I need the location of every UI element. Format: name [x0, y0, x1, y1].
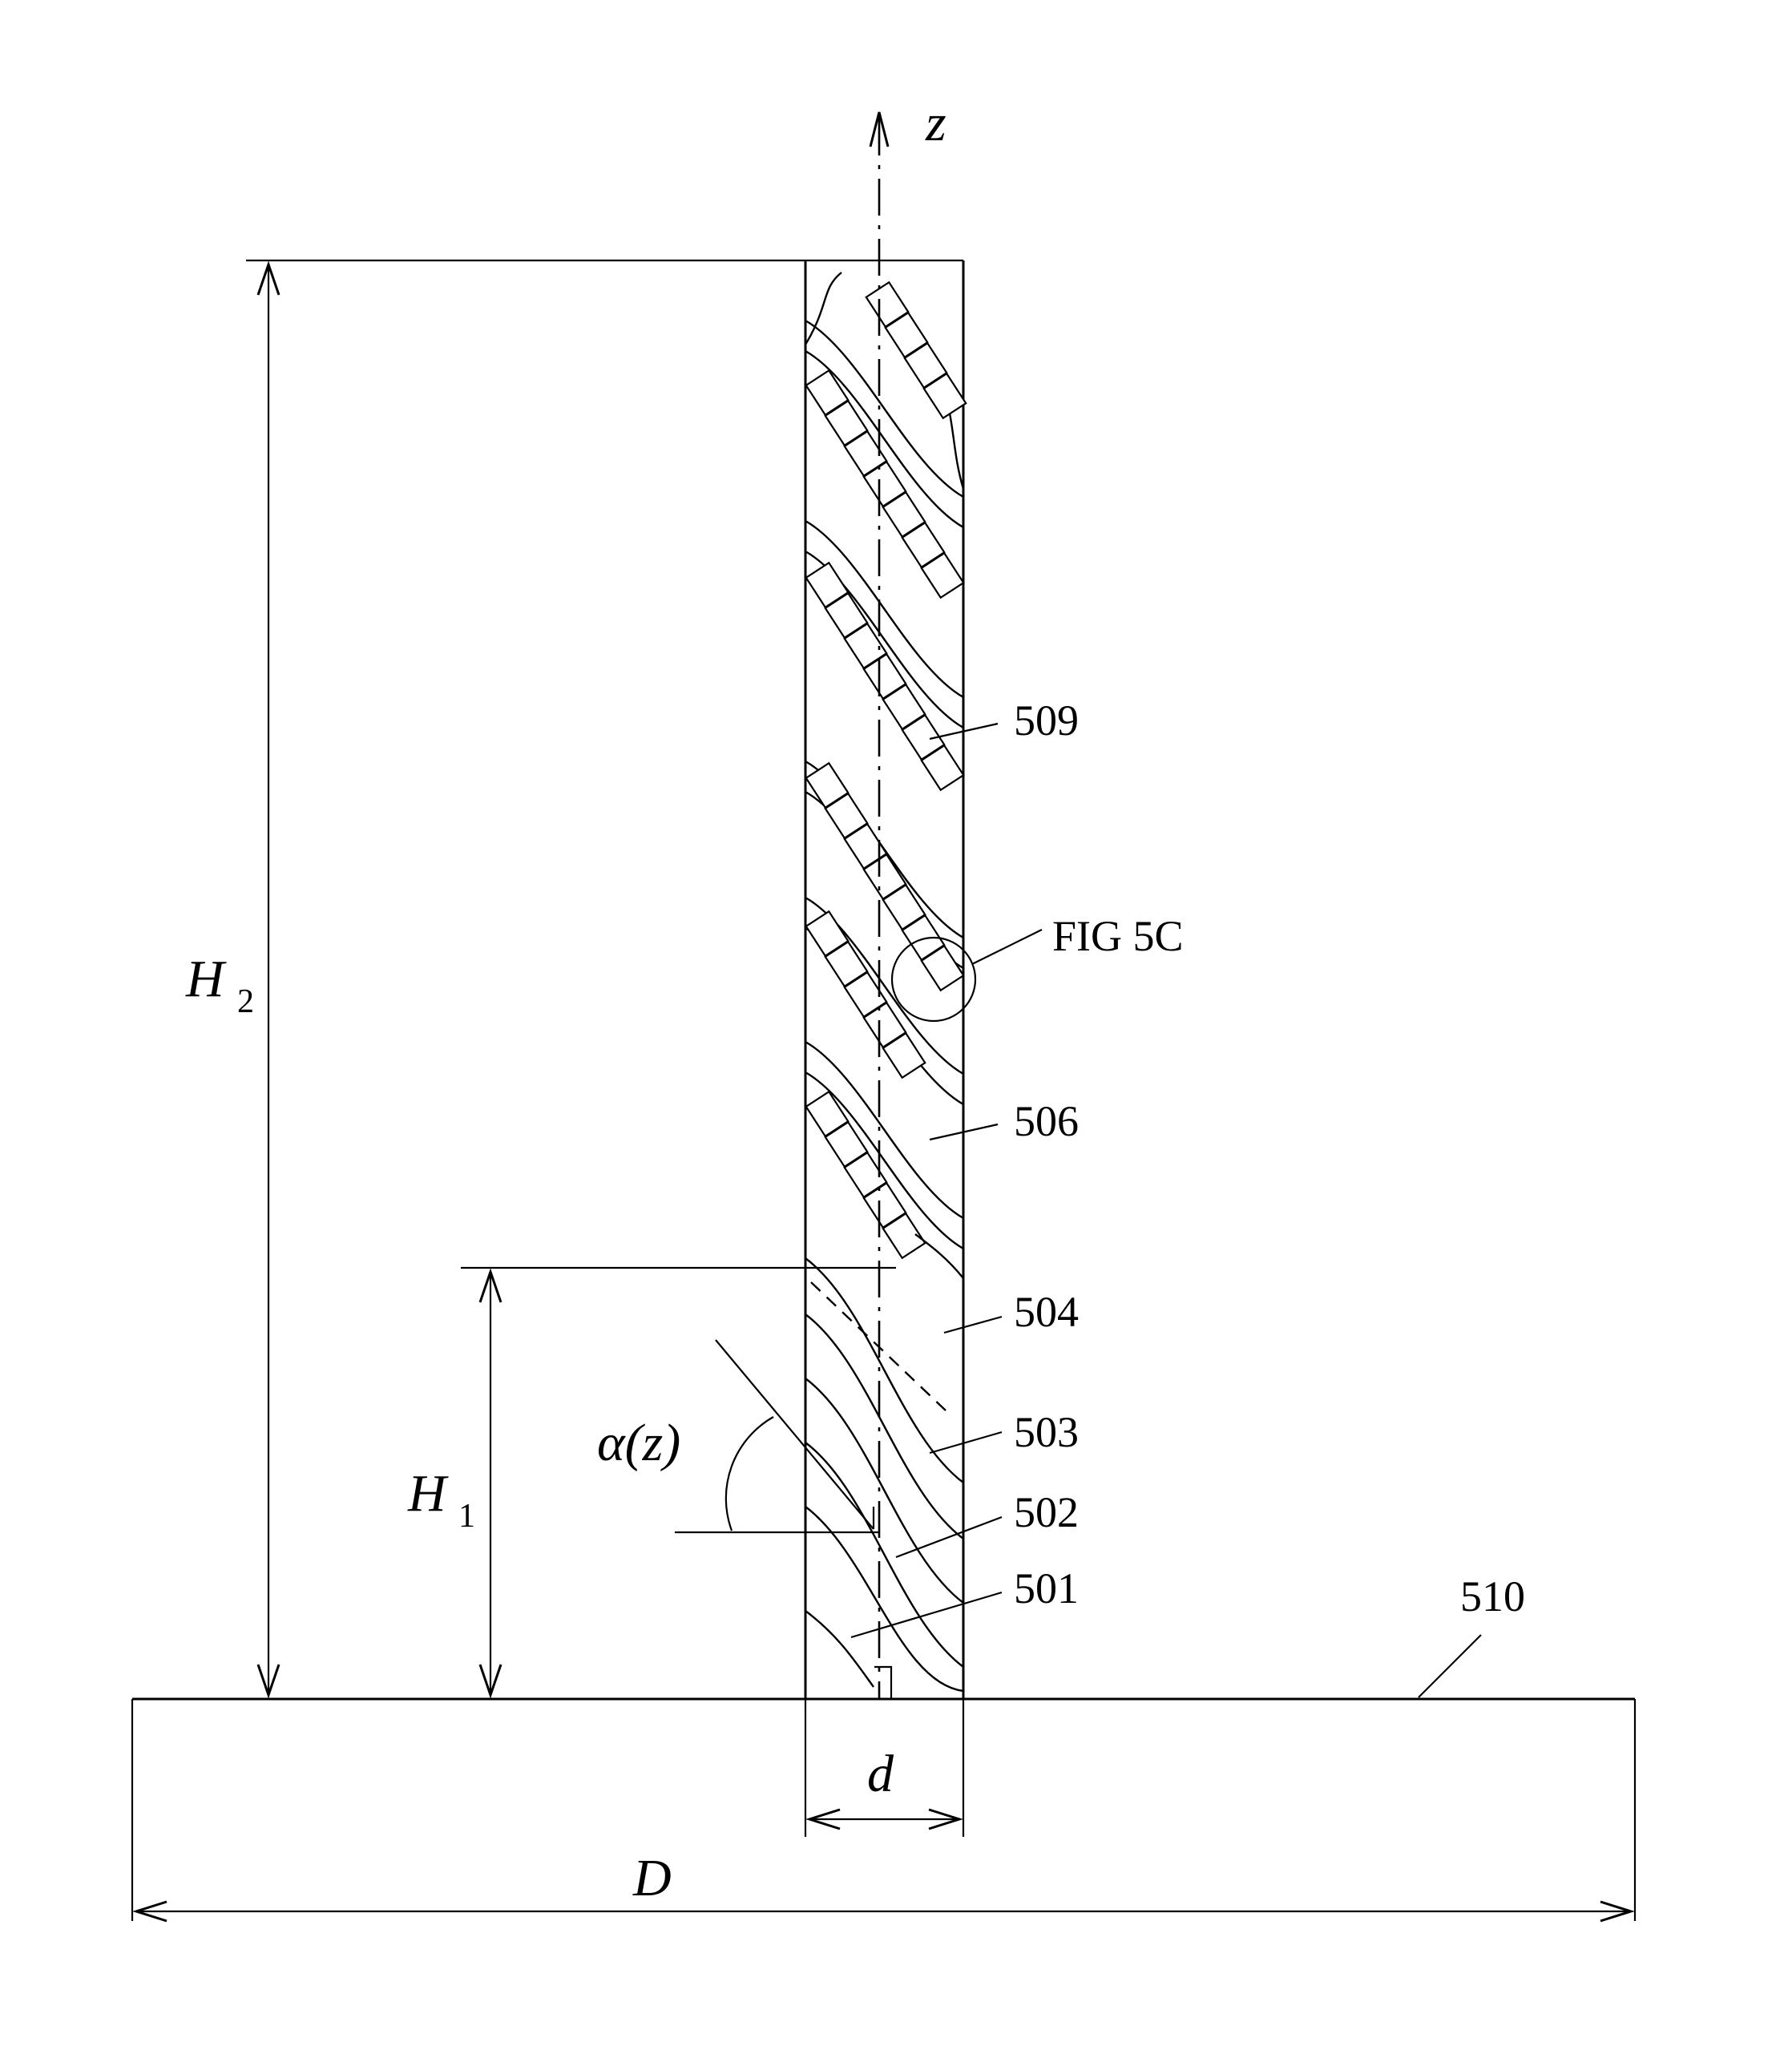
label-h1: H 1	[407, 1464, 475, 1535]
dimension-h2	[246, 260, 805, 1695]
angle-alpha	[675, 1340, 880, 1532]
svg-text:H: H	[185, 950, 227, 1008]
leader-lines	[851, 724, 1481, 1697]
label-z: z	[925, 94, 946, 152]
label-503: 503	[1014, 1408, 1079, 1456]
label-504: 504	[1014, 1288, 1079, 1336]
lower-strip	[915, 1234, 963, 1278]
lower-strip	[805, 1314, 963, 1539]
label-D: D	[632, 1849, 672, 1907]
lower-helix-strips	[805, 1234, 963, 1691]
label-h2: H 2	[185, 950, 254, 1020]
svg-text:1: 1	[458, 1498, 475, 1535]
svg-text:H: H	[407, 1464, 449, 1523]
label-502: 502	[1014, 1488, 1079, 1536]
lower-strip	[805, 1378, 963, 1603]
label-510: 510	[1460, 1572, 1525, 1620]
dimension-h1	[461, 1268, 896, 1695]
label-501: 501	[1014, 1564, 1079, 1612]
lower-strip	[805, 1611, 874, 1687]
ground-plane	[132, 1699, 1635, 1921]
label-fig5c: FIG 5C	[1052, 912, 1184, 960]
lower-strip	[805, 1258, 963, 1483]
label-506: 506	[1014, 1097, 1079, 1145]
label-alpha: α(z)	[597, 1414, 680, 1472]
label-509: 509	[1014, 696, 1079, 745]
lower-strip	[805, 1507, 963, 1691]
helix-segments	[806, 282, 966, 1257]
svg-text:2: 2	[237, 983, 254, 1020]
dimension-D	[136, 1902, 1631, 1921]
label-d: d	[867, 1745, 894, 1803]
